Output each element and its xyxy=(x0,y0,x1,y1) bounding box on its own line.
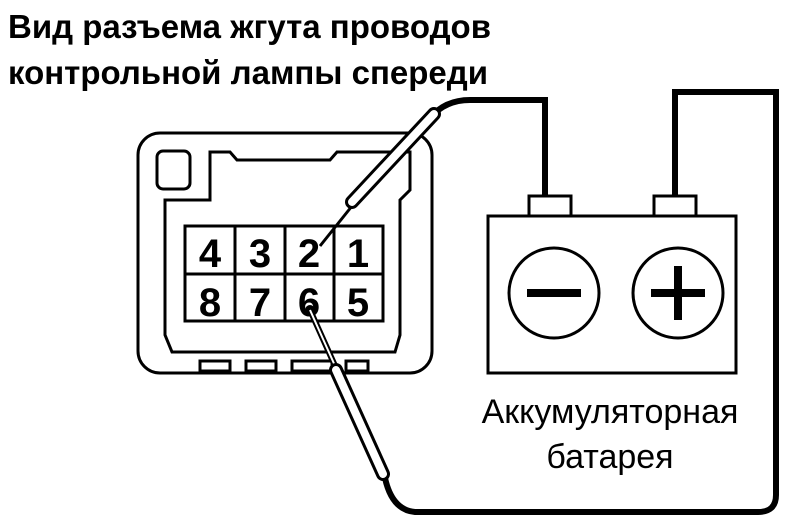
connector-tab xyxy=(290,359,334,373)
pin-4: 4 xyxy=(199,232,222,276)
probe-pin-6 xyxy=(305,305,390,481)
pin-5: 5 xyxy=(347,281,369,325)
pin-8: 8 xyxy=(199,281,221,325)
battery-body xyxy=(486,214,738,375)
connector-inner-outline xyxy=(163,150,412,354)
title-line-1: Вид разъема жгута проводов xyxy=(8,8,491,45)
connector-housing xyxy=(136,131,434,375)
battery: Аккумуляторная батарея xyxy=(482,194,739,476)
pin-2: 2 xyxy=(298,232,320,276)
probe-pin-2 xyxy=(318,107,441,247)
minus-icon xyxy=(507,246,601,340)
connector-tab xyxy=(344,359,370,373)
connector-latch xyxy=(155,149,192,191)
connector-tab xyxy=(244,359,278,373)
pin-1: 1 xyxy=(347,232,369,276)
connector: 4 3 2 1 8 7 6 5 xyxy=(136,131,434,375)
wire-negative xyxy=(427,97,548,196)
pin-7: 7 xyxy=(249,281,271,325)
wire-positive xyxy=(382,89,779,515)
connector-tab xyxy=(198,359,232,373)
title-line-2: контрольной лампы спереди xyxy=(8,54,488,91)
plus-icon xyxy=(631,246,725,340)
battery-label-line-1: Аккумуляторная xyxy=(482,393,739,431)
battery-label-line-2: батарея xyxy=(546,438,673,476)
pin-3: 3 xyxy=(249,232,271,276)
negative-terminal xyxy=(527,194,573,218)
positive-terminal xyxy=(652,194,698,218)
